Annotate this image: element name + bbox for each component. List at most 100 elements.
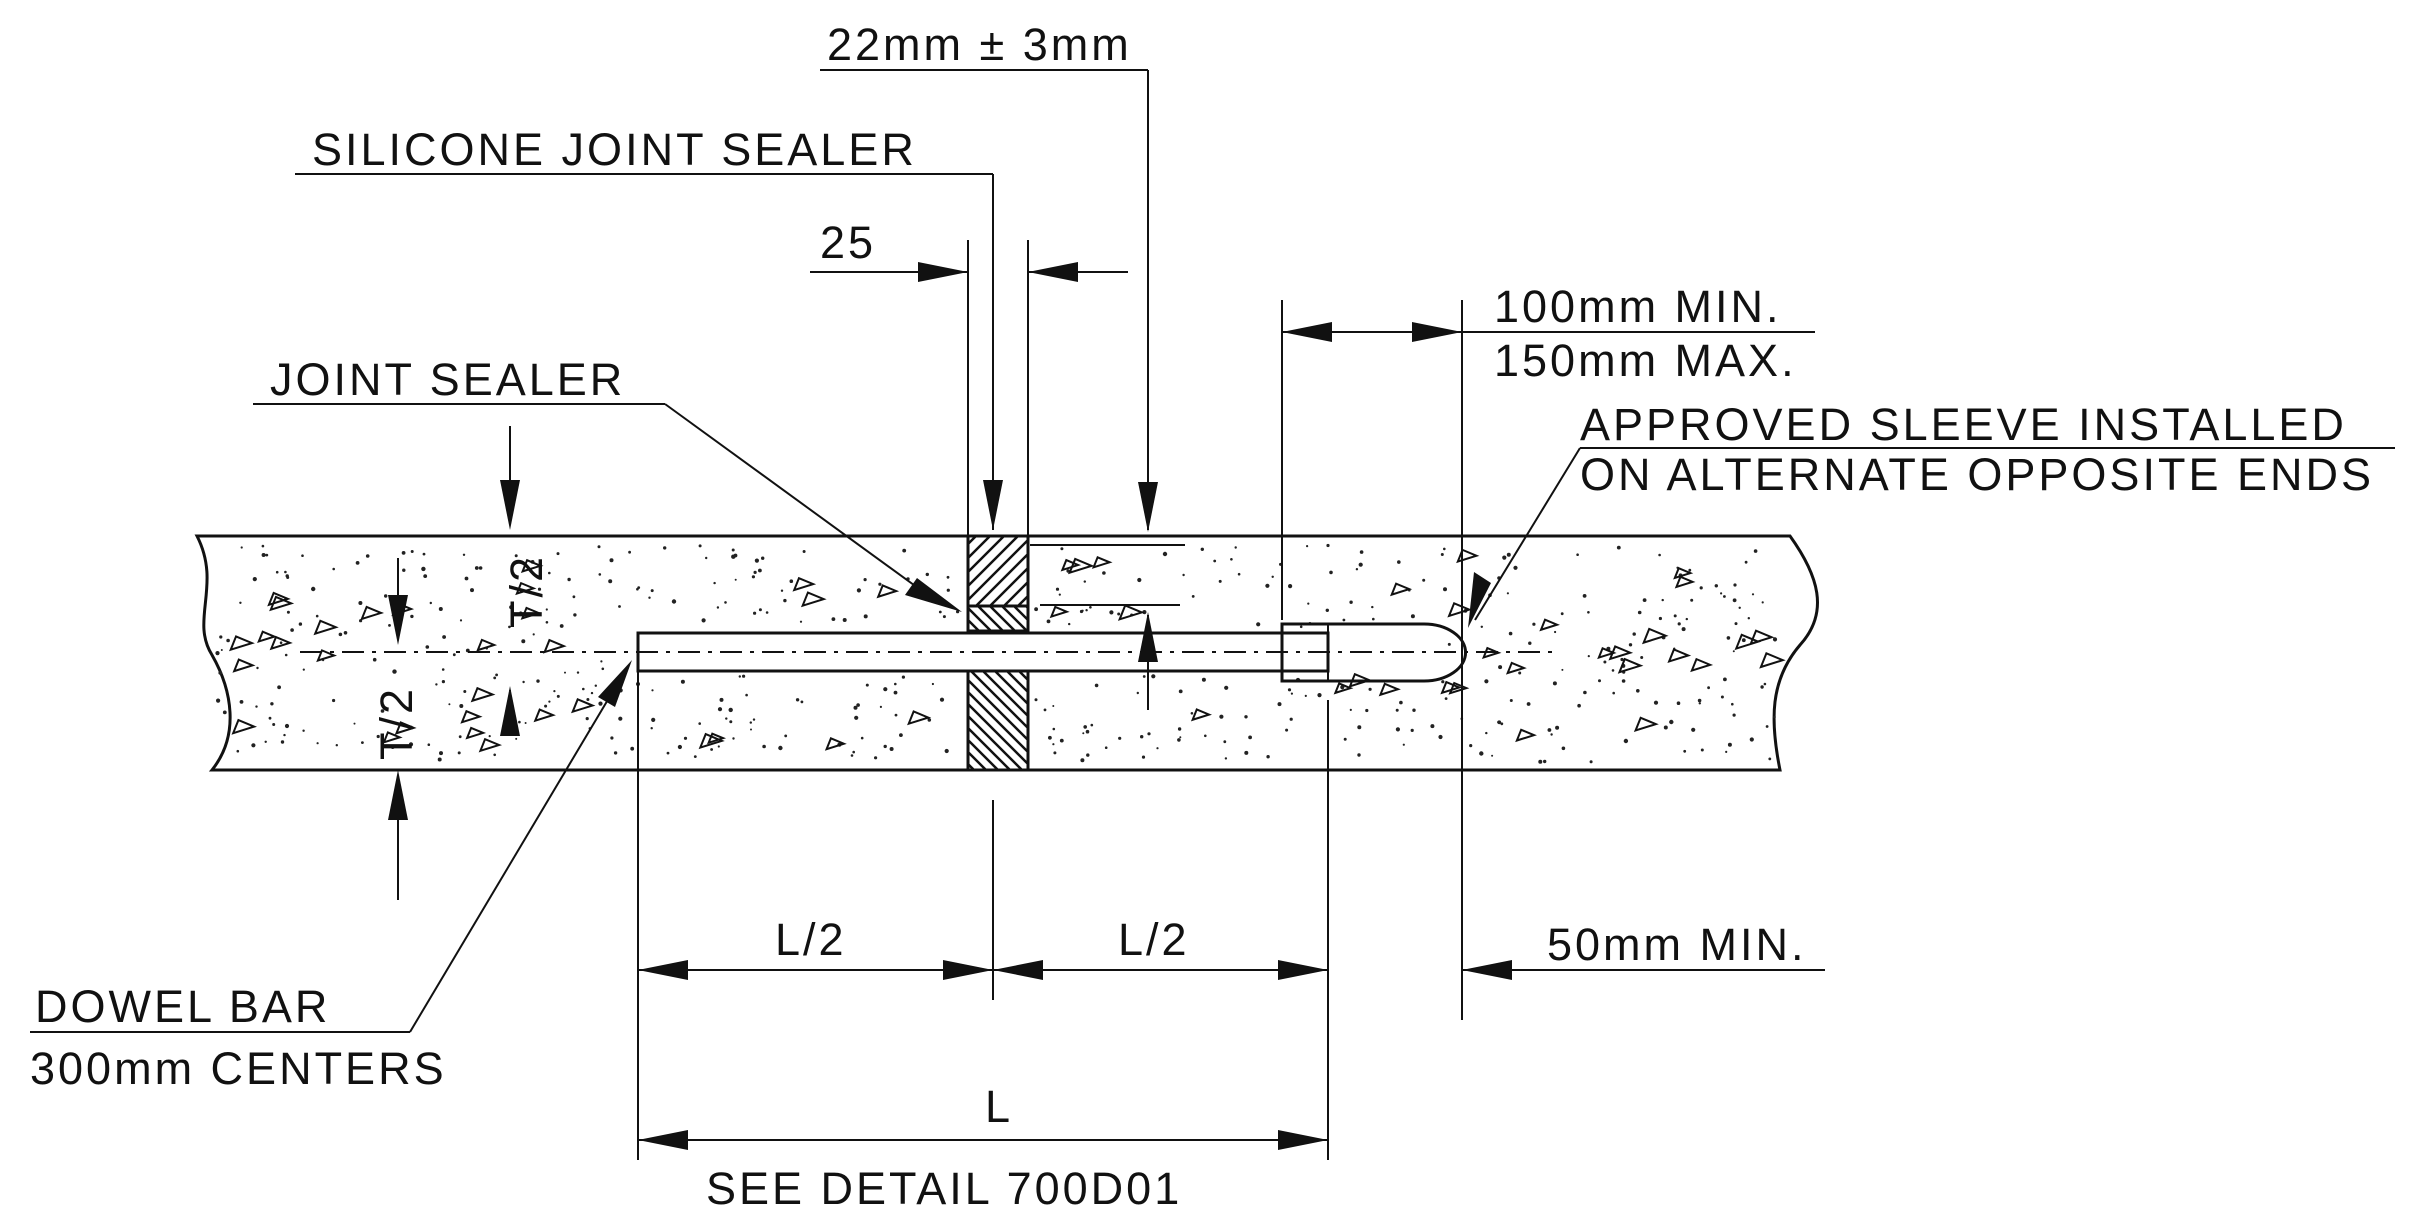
aggregate-dot [1141,755,1146,759]
aggregate-dot [518,720,521,724]
aggregate-dot [1583,690,1587,695]
aggregate-dot [435,683,438,686]
aggregate-dot [780,589,784,592]
aggregate-dot [459,619,463,622]
aggregate-triangle [1060,558,1082,572]
aggregate-dot [1068,622,1071,626]
aggregate-dot [423,574,428,578]
aggregate-dot [893,690,898,695]
aggregate-dot [618,716,623,721]
aggregate-dot [439,751,443,756]
aggregate-dot [1358,562,1363,567]
aggregate-dot [1673,614,1677,618]
aggregate-dot [1395,708,1399,712]
aggregate-dot [713,581,716,585]
aggregate-dot [1200,547,1205,551]
aggregate-dot [698,722,701,725]
aggregate-dot [1669,719,1674,725]
aggregate-dot [280,740,285,744]
aggregate-dot [438,607,443,611]
aggregate-dot [1043,708,1047,712]
aggregate-dot [1547,728,1552,732]
aggregate-dot [742,674,746,678]
aggregate-dot [1725,750,1728,754]
min-50mm-label: 50mm MIN. [1547,919,1807,970]
aggregate-dot [677,744,683,750]
aggregate-dot [1480,625,1484,628]
aggregate-dot [1151,674,1156,679]
aggregate-dot [410,550,414,553]
aggregate-dot [1598,679,1601,683]
aggregate-dot [1182,573,1185,577]
aggregate-dot [1191,595,1195,598]
aggregate-triangle [476,638,498,652]
aggregate-dot [522,680,525,684]
aggregate-dot [441,668,445,671]
aggregate-dot [548,571,551,575]
aggregate-dot [1683,749,1687,753]
aggregate-dot [1611,669,1615,672]
aggregate-dot [545,608,548,611]
aggregate-triangle [542,638,567,654]
aggregate-dot [1658,616,1662,621]
aggregate-triangle [1117,604,1145,621]
aggregate-dot [279,641,283,644]
aggregate-dot [752,718,756,721]
aggregate-dot [842,618,847,622]
aggregate-triangle [1091,555,1113,569]
aggregate-dot [852,750,855,754]
aggregate-dot [256,666,259,670]
aggregate-dot [1720,695,1724,699]
see-detail-label: SEE DETAIL 700D01 [706,1163,1182,1214]
aggregate-dot [1177,727,1182,731]
aggregate-dot [1244,750,1249,755]
aggregate-dot [381,744,384,747]
aggregate-dot [765,611,769,614]
aggregate-dot [1723,595,1726,598]
aggregate-dot [576,671,580,674]
aggregate-dot [1178,689,1183,694]
aggregate-dot [946,588,950,592]
aggregate-dot [427,743,431,746]
aggregate-dot [630,746,635,751]
aggregate-triangle [1539,618,1560,632]
aggregate-triangle [520,606,542,620]
l-half-left-label: L/2 [775,914,847,965]
aggregate-dot [572,595,576,599]
aggregate-dot [831,617,836,621]
aggregate-dot [284,723,290,729]
aggregate-dot [384,594,388,598]
aggregate-dot [1773,715,1776,719]
aggregate-dot [778,745,783,751]
aggregate-triangle [1617,657,1644,674]
aggregate-dot [1142,610,1147,615]
aggregate-dot [1156,747,1159,750]
aggregate-dot [651,717,656,723]
aggregate-dot [1140,735,1144,739]
aggregate-dot [1357,725,1362,730]
aggregate-dot [275,570,279,574]
aggregate-dot [268,716,272,720]
aggregate-triangle [313,619,339,636]
aggregate-dot [1060,547,1064,551]
aggregate-dot [372,657,377,662]
aggregate-dot [1772,637,1778,642]
aggregate-dot [1469,744,1473,748]
aggregate-triangle [465,726,487,740]
aggregate-dot [536,679,540,683]
aggregate-triangle [515,581,537,596]
aggregate-triangle [698,732,725,750]
aggregate-dot [1048,735,1052,740]
aggregate-dot [1117,612,1121,616]
aggregate-dot [1734,622,1738,626]
aggregate-dot [220,649,223,651]
aggregate-dot [1397,560,1401,564]
aggregate-dot [464,576,469,581]
aggregate-dot [1085,609,1088,612]
aggregate-dot [332,567,336,571]
aggregate-dot [1402,743,1405,746]
aggregate-dot [1698,702,1702,705]
aggregate-dot [650,727,653,730]
aggregate-dot [609,558,614,563]
aggregate-dot [459,704,464,708]
